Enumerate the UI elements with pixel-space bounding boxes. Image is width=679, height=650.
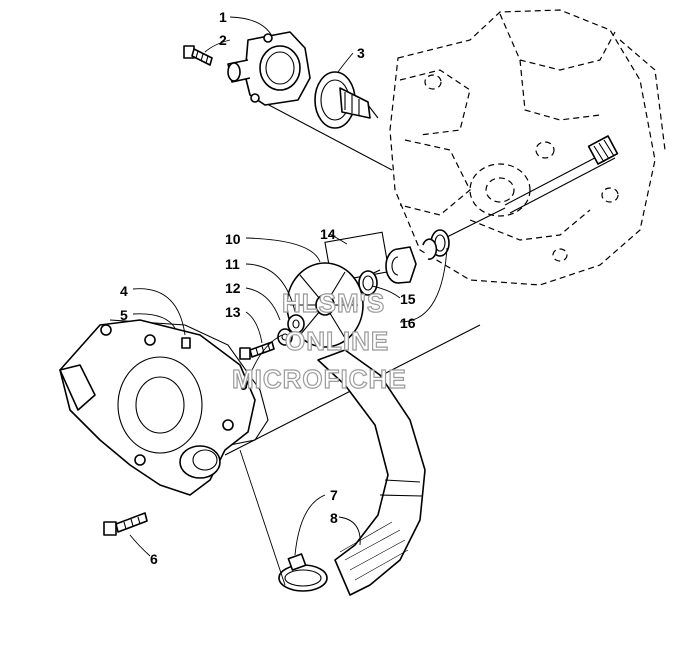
callout-5: 5 [120,307,128,323]
callout-4: 4 [120,283,128,299]
watermark-line-3: MICROFICHE [232,364,407,394]
bolt-6 [103,512,148,536]
callout-9: 9 [240,377,248,393]
impeller [286,262,364,348]
callout-6: 6 [150,551,158,567]
callout-11: 11 [225,256,240,272]
callout-15: 15 [400,291,416,307]
watermark: HLSM'S ONLINE MICROFICHE [231,287,407,394]
thermostat-housing [227,31,311,106]
callout-16: 16 [400,315,416,331]
callout-1: 1 [219,9,227,25]
watermark-line-1: HLSM'S [282,288,385,318]
shaft [504,135,619,214]
thermostat [314,71,379,129]
seal-assembly [324,229,450,296]
callout-8: 8 [330,510,338,526]
callout-14: 14 [320,226,336,242]
water-pump-housing [59,319,269,496]
callout-2: 2 [219,32,227,48]
engine-crankcase [389,9,666,286]
callout-10: 10 [225,231,241,247]
callout-leaders [129,16,448,586]
watermark-line-2: ONLINE [285,326,389,356]
callout-13: 13 [225,304,241,320]
callout-7: 7 [330,487,338,503]
hose-clamp [278,553,328,592]
impeller-fasteners [239,314,305,360]
bolt-2 [183,45,213,66]
callout-12: 12 [225,280,241,296]
coolant-hose [317,349,426,596]
callout-labels: 1 2 3 4 5 6 7 8 9 10 11 12 13 14 15 16 [120,9,416,567]
callout-3: 3 [357,45,365,61]
